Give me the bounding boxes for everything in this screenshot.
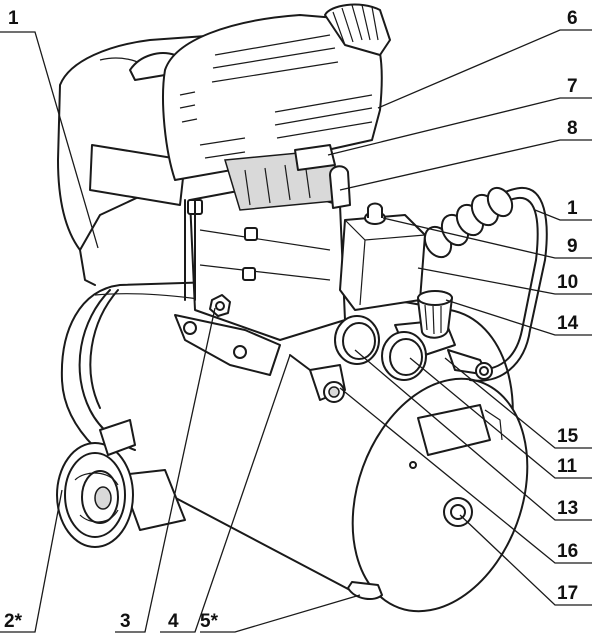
mount-bracket xyxy=(174,199,281,376)
callout-9: 9 xyxy=(567,236,578,257)
callout-8: 8 xyxy=(567,118,578,139)
wheel xyxy=(56,419,186,548)
callout-1-right: 1 xyxy=(567,198,578,219)
callout-14: 14 xyxy=(557,313,579,334)
pump-block xyxy=(187,144,351,341)
callout-4: 4 xyxy=(168,611,179,632)
callout-2: 2* xyxy=(4,611,23,632)
callout-15: 15 xyxy=(557,426,579,447)
fan-cover xyxy=(162,3,391,181)
callout-3: 3 xyxy=(120,611,131,632)
callout-7: 7 xyxy=(567,76,578,97)
cover-vents xyxy=(179,34,373,159)
callout-17: 17 xyxy=(557,583,578,604)
air-tank xyxy=(60,279,529,613)
callout-labels: 1 6 7 8 1 9 10 14 15 11 13 16 17 2* 3 4 … xyxy=(4,8,579,632)
leader-lines xyxy=(0,29,592,633)
callout-5: 5* xyxy=(200,611,219,632)
callout-6: 6 xyxy=(567,8,578,29)
callout-11: 11 xyxy=(557,456,578,477)
handle-grip xyxy=(423,186,514,259)
callout-1-left: 1 xyxy=(8,8,19,29)
handle xyxy=(423,186,548,382)
regulator-assembly xyxy=(289,290,493,403)
callout-10: 10 xyxy=(557,272,578,293)
pressure-switch xyxy=(339,202,426,311)
callout-16: 16 xyxy=(557,541,578,562)
tank-foot xyxy=(347,581,383,601)
callout-13: 13 xyxy=(557,498,578,519)
